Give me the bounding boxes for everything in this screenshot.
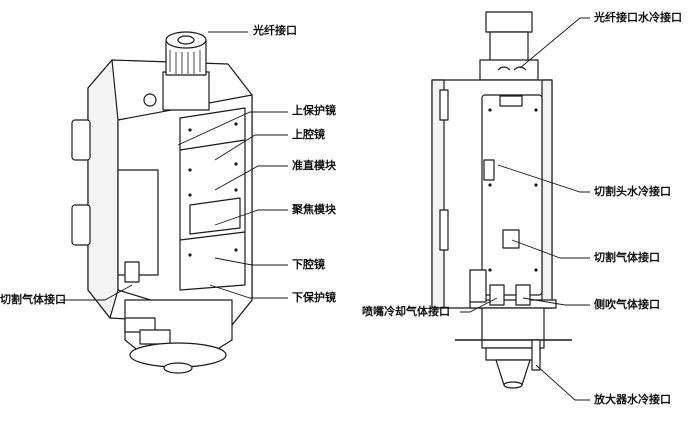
label-amplifier-water-cooling: 放大器水冷接口 <box>594 393 671 406</box>
label-lower-cavity-lens: 下腔镜 <box>292 258 325 271</box>
label-right-cutting-gas: 切割气体接口 <box>594 251 660 264</box>
left-focus-window <box>189 197 241 235</box>
left-clamp-upper <box>71 119 91 161</box>
right-fiber-neck <box>489 31 529 65</box>
right-body-side <box>431 79 445 309</box>
right-cutting-head <box>431 11 572 389</box>
label-lower-protective-lens: 下保护镜 <box>292 291 336 304</box>
right-fiber-cap <box>485 11 533 33</box>
left-fiber-bore <box>177 35 195 45</box>
right-body-edge <box>541 79 553 309</box>
right-nozzle-tip <box>503 381 523 389</box>
right-water-fitting <box>499 95 523 107</box>
right-fiber-collar <box>479 59 539 81</box>
label-fiber-water-cooling: 光纤接口水冷接口 <box>594 11 682 24</box>
left-gas-fitting <box>124 261 140 283</box>
left-fiber-collar <box>162 71 210 111</box>
left-side-block <box>117 169 159 276</box>
leader-lines <box>60 17 590 401</box>
label-nozzle-cooling-gas: 喷嘴冷却气体接口 <box>362 305 450 318</box>
label-upper-protective-lens: 上保护镜 <box>292 104 336 117</box>
left-body-side <box>87 59 119 319</box>
label-collimator-module: 准直模块 <box>292 159 336 172</box>
right-sideblow-fitting <box>515 284 531 306</box>
left-front-panel <box>179 107 246 291</box>
right-head-water-fitting <box>483 159 495 181</box>
left-cutting-head <box>71 31 253 374</box>
label-upper-cavity-lens: 上腔镜 <box>292 128 325 141</box>
right-clamp-upper <box>439 89 449 121</box>
right-nozzle-cool-fitting <box>489 284 505 306</box>
label-fiber-interface: 光纤接口 <box>253 24 297 37</box>
left-nozzle-tip <box>163 362 193 374</box>
label-focus-module: 聚焦模块 <box>292 203 336 216</box>
left-clamp-lower <box>71 204 91 246</box>
right-front-panel <box>481 94 543 296</box>
right-side-fitting <box>469 269 487 303</box>
right-nozzle-cone <box>495 359 531 386</box>
right-clamp-lower <box>439 209 449 251</box>
label-side-blow-gas: 侧吹气体接口 <box>594 298 660 311</box>
right-amp-fitting <box>531 339 541 371</box>
label-left-cutting-gas: 切割气体接口 <box>0 293 66 306</box>
left-top-fitting <box>143 93 157 107</box>
label-head-water-cooling: 切割头水冷接口 <box>594 185 671 198</box>
left-lower-fitting-b <box>139 329 171 345</box>
right-gas-fitting <box>502 229 520 249</box>
